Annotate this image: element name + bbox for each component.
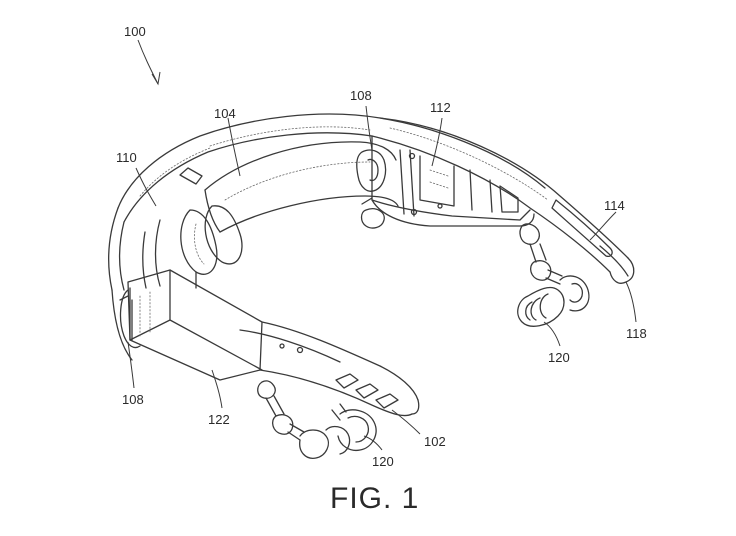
ref-118: 118 [626, 326, 647, 341]
ref-108-top: 108 [350, 88, 372, 103]
nose-pads [180, 205, 243, 289]
left-earphone [257, 380, 377, 459]
ref-100: 100 [124, 24, 146, 39]
ref-104: 104 [214, 106, 236, 121]
reference-numerals: 100 104 108 112 110 114 118 120 108 122 … [116, 24, 647, 469]
right-display-module [356, 149, 387, 192]
figure-caption: FIG. 1 [330, 482, 419, 515]
ref-114: 114 [604, 198, 625, 213]
ref-120-bottom: 120 [372, 454, 394, 469]
right-earphone [517, 223, 590, 327]
ref-102: 102 [424, 434, 446, 449]
leader-lines [127, 39, 637, 451]
ref-122: 122 [208, 412, 230, 427]
front-frame [107, 113, 546, 361]
right-temple [360, 117, 635, 284]
ref-112: 112 [430, 100, 451, 115]
ref-120-right: 120 [548, 350, 570, 365]
ref-108-left: 108 [122, 392, 144, 407]
left-temple [127, 269, 420, 417]
ref-110: 110 [116, 150, 137, 165]
left-display-module [119, 289, 141, 349]
